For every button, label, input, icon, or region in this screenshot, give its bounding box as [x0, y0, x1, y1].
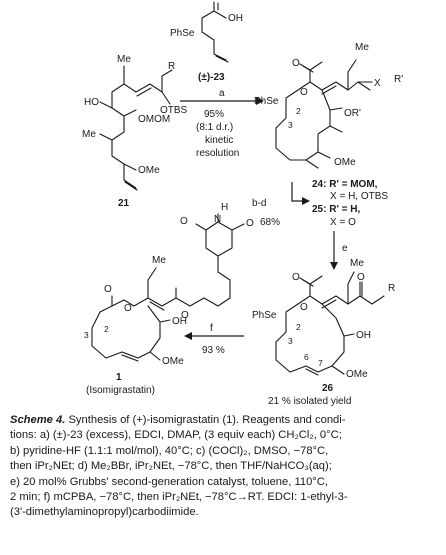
- c1-nh: H: [221, 202, 228, 213]
- c26-ketone-o: O: [357, 272, 365, 283]
- caption-line-1: Synthesis of (+)-isomigrastatin (1). Rea…: [68, 414, 346, 426]
- c1-o-left: O: [180, 216, 188, 227]
- compound-26: Me R PhSe 2 3 6 7 OH OMe 26 21 % isolate…: [252, 258, 395, 407]
- caption-line-4: then iPr₂NEt; d) Me₂BBr, iPr₂NEt, −78°C,…: [10, 460, 332, 473]
- c24-r: R': [394, 74, 403, 85]
- phse-label: PhSe: [170, 28, 195, 39]
- arrow-a-kinetic: kinetic: [205, 135, 233, 146]
- arrow-f: f 93 %: [184, 323, 244, 356]
- c25-note: 25: R' = H,: [312, 204, 360, 215]
- caption-line-2: tions: a) (±)-23 (excess), EDCI, DMAP, (…: [10, 429, 342, 442]
- c1-number: 1: [116, 372, 122, 383]
- c26-n7: 7: [318, 358, 323, 368]
- c1-o-right: O: [246, 218, 254, 229]
- caption-head: Scheme 4.: [10, 414, 66, 426]
- c1-oh: OH: [172, 316, 187, 327]
- c24-n2: 2: [296, 106, 301, 116]
- c26-n6: 6: [304, 352, 309, 362]
- c24-note-b: X = H, OTBS: [330, 191, 388, 202]
- caption-line-5: e) 20 mol% Grubbs' second-generation cat…: [10, 475, 328, 488]
- c26-ome: OMe: [346, 369, 368, 380]
- c26-number: 26: [322, 383, 334, 394]
- c26-ring-o: O: [300, 302, 308, 313]
- c1-ring-o: O: [124, 303, 132, 314]
- arrow-a-label: a: [219, 88, 225, 99]
- c24-ring-o: O: [300, 87, 308, 98]
- caption-line-3: b) pyridine-HF (1.1:1 mol/mol), 40°C; c)…: [10, 444, 329, 457]
- c24-note: 24: R' = MOM,: [312, 179, 378, 190]
- c24-or: OR': [344, 108, 361, 119]
- c21-me2: Me: [82, 129, 96, 140]
- arrow-bd-label: b-d: [252, 198, 266, 209]
- scheme-caption: Scheme 4. Synthesis of (+)-isomigrastati…: [10, 413, 438, 521]
- caption-line-6: 2 min; f) mCPBA, −78°C, then iPr₂NEt, −7…: [10, 491, 348, 504]
- arrow-a-dr: (8:1 d.r.): [196, 122, 233, 133]
- c1-name: (Isomigrastatin): [86, 385, 155, 396]
- c1-lactone-o: O: [104, 284, 112, 295]
- c26-n2: 2: [296, 322, 301, 332]
- c1-me: Me: [152, 255, 166, 266]
- arrow-e-label: e: [342, 243, 348, 254]
- arrow-e: e: [330, 231, 348, 270]
- c1-ketone-o: O: [181, 310, 189, 321]
- c1-n2: 2: [104, 324, 109, 334]
- c26-oh: OH: [356, 330, 371, 341]
- c24-phse: PhSe: [254, 96, 279, 107]
- arrow-bd-yield: 68%: [260, 217, 280, 228]
- arrow-a: a 95% (8:1 d.r.) kinetic resolution: [180, 88, 264, 159]
- c26-r: R: [388, 283, 395, 294]
- c26-lactone-o: O: [292, 272, 300, 283]
- c24-x: X: [374, 78, 381, 89]
- caption-line-7: (3'-dimethylaminopropyl)carbodiimide.: [10, 506, 199, 519]
- arrow-a-resolution: resolution: [196, 148, 239, 159]
- reaction-scheme: OH PhSe (±)-23 Me R HO OTBS Me OMOM OMe …: [82, 1, 403, 407]
- reagent-23-label: (±)-23: [198, 72, 225, 83]
- acid-oh-label: OH: [228, 13, 243, 24]
- c26-n3: 3: [288, 336, 293, 346]
- compound-21: Me R HO OTBS Me OMOM OMe 21: [82, 54, 188, 209]
- c24-ome: OMe: [334, 157, 356, 168]
- c24-me: Me: [355, 42, 369, 53]
- c26-me: Me: [350, 258, 364, 269]
- c21-ho: HO: [84, 97, 99, 108]
- arrow-a-yield: 95%: [204, 109, 224, 120]
- arrow-f-label: f: [210, 323, 213, 334]
- compound-24: Me X R' PhSe 2 3 OR' OMe: [254, 42, 403, 169]
- c21-me: Me: [117, 54, 131, 65]
- c24-n3: 3: [288, 120, 293, 130]
- c1-ome: OMe: [162, 356, 184, 367]
- c26-phse: PhSe: [252, 310, 277, 321]
- compound-1: H N O O O Me O O 2 3 OH OMe 1 (Isomigras…: [84, 202, 254, 396]
- c26-yield: 21 % isolated yield: [268, 396, 351, 407]
- reagent-23: OH PhSe (±)-23: [170, 1, 243, 83]
- c21-number: 21: [118, 198, 130, 209]
- c21-omom: OMOM: [138, 114, 170, 125]
- arrow-bd: b-d 68% 24: R' = MOM, X = H, OTBS 25: R'…: [252, 179, 388, 228]
- c21-otbs: OTBS: [160, 105, 188, 116]
- c21-ome: OMe: [138, 165, 160, 176]
- c25-note-b: X = O: [330, 217, 356, 228]
- c21-r: R: [168, 61, 175, 72]
- c1-n3: 3: [84, 330, 89, 340]
- c24-lactone-o: O: [292, 58, 300, 69]
- c1-n: N: [214, 214, 221, 225]
- arrow-f-yield: 93 %: [202, 345, 225, 356]
